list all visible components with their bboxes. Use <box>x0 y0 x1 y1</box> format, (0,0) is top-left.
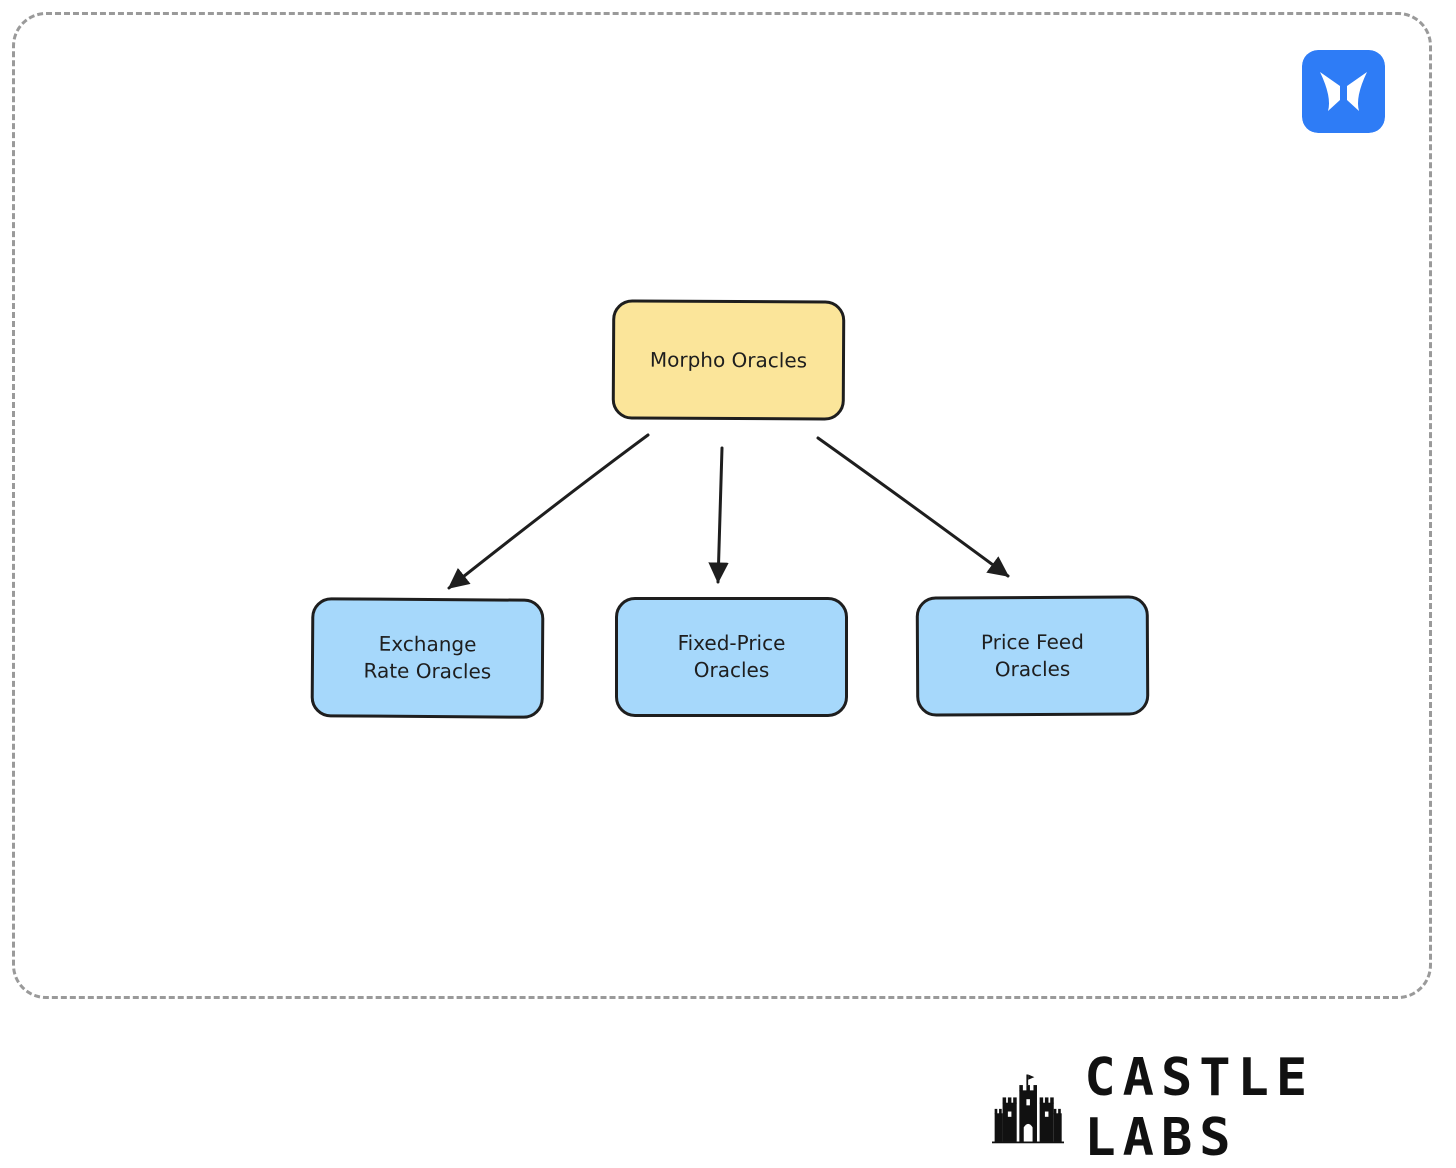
child-node-label: Price Feed Oracles <box>980 629 1084 682</box>
root-node: Morpho Oracles <box>611 299 846 421</box>
child-node-label: Exchange Rate Oracles <box>363 631 492 684</box>
child-node-price-feed-oracles: Price Feed Oracles <box>915 595 1150 717</box>
arrow-root-to-price-feed <box>816 436 1010 578</box>
castle-labs-wordmark: CASTLE LABS <box>1084 1048 1315 1168</box>
castle-icon <box>992 1074 1065 1144</box>
child-node-exchange-rate-oracles: Exchange Rate Oracles <box>310 597 545 719</box>
morpho-butterfly-icon <box>1302 50 1385 133</box>
root-node-label: Morpho Oracles <box>649 347 808 372</box>
arrow-root-to-exchange-rate <box>447 433 650 590</box>
child-node-fixed-price-oracles: Fixed-Price Oracles <box>615 597 848 717</box>
diagram-frame <box>12 12 1432 999</box>
arrow-root-to-fixed-price <box>708 446 729 584</box>
castle-labs-brand: CASTLE LABS <box>992 1048 1456 1168</box>
child-node-label: Fixed-Price Oracles <box>677 631 786 682</box>
